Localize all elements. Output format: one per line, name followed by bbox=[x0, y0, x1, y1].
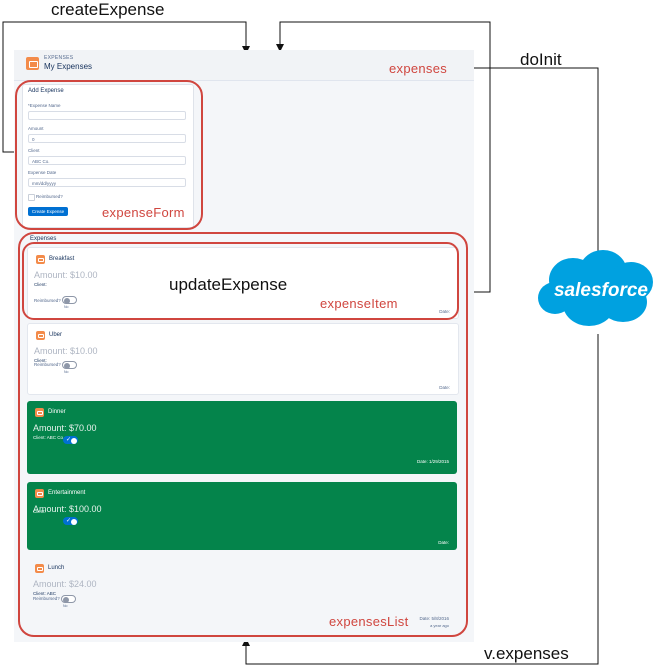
expense-client: Client: bbox=[33, 509, 46, 514]
do-init-label: doInit bbox=[520, 50, 562, 69]
expense-form-highlight bbox=[15, 80, 203, 230]
expense-icon bbox=[35, 564, 44, 573]
client-label: Client bbox=[28, 148, 40, 153]
expenses-list-component-label: expensesList bbox=[329, 614, 409, 629]
expense-icon bbox=[35, 408, 44, 417]
reimbursed-toggle[interactable] bbox=[61, 595, 76, 603]
expense-relative-date: a year ago bbox=[430, 623, 449, 628]
expense-item-dinner: Dinner Amount: $70.00 Client: ABC Co. ✓ … bbox=[27, 401, 457, 474]
expense-item-breakfast: Breakfast Amount: $10.00 Client: Reimbur… bbox=[27, 247, 459, 319]
expense-client: Client: ABC bbox=[33, 591, 57, 596]
expense-form-component-label: expenseForm bbox=[102, 205, 185, 220]
expense-item-uber: Uber Amount: $10.00 Client: Reimbursed? … bbox=[27, 323, 459, 395]
create-expense-button[interactable]: Create Expense bbox=[28, 207, 68, 216]
create-expense-label: createExpense bbox=[51, 0, 165, 19]
create-expense-connector bbox=[2, 21, 250, 153]
page-title: My Expenses bbox=[44, 62, 93, 71]
reimbursed-toggle[interactable]: ✓ bbox=[63, 436, 78, 444]
expense-date: Date: bbox=[439, 385, 450, 390]
reimbursed-toggle[interactable]: ✓ bbox=[63, 517, 78, 525]
do-init-connector bbox=[455, 67, 602, 260]
expense-name: Uber bbox=[49, 332, 63, 338]
expense-name: Entertainment bbox=[48, 490, 86, 496]
expense-amount: Amount: $100.00 bbox=[33, 504, 102, 514]
list-title: Expenses bbox=[30, 236, 57, 242]
toggle-state-label: No bbox=[63, 604, 68, 608]
expense-item-component-label: expenseItem bbox=[320, 296, 398, 311]
reimbursed-label: Reimbursed? bbox=[34, 298, 61, 303]
expense-amount: Amount: $24.00 bbox=[33, 579, 97, 589]
v-expenses-connector bbox=[242, 334, 599, 665]
expense-amount: Amount: $10.00 bbox=[34, 346, 98, 356]
update-expense-label: updateExpense bbox=[169, 275, 288, 294]
v-expenses-label: v.expenses bbox=[484, 644, 569, 663]
expenses-list-highlight bbox=[18, 232, 468, 637]
toggle-state-label: No bbox=[64, 305, 69, 309]
expense-amount: Amount: $70.00 bbox=[33, 423, 97, 433]
expense-amount: Amount: $10.00 bbox=[34, 270, 98, 280]
expense-item-highlight bbox=[22, 242, 459, 320]
reimbursed-checkbox[interactable] bbox=[28, 194, 35, 201]
expense-date: Date: bbox=[438, 540, 449, 545]
expense-name: Dinner bbox=[48, 409, 66, 415]
reimbursed-label: Reimbursed? bbox=[34, 362, 61, 367]
reimbursed-label: Reimbursed? bbox=[36, 194, 63, 199]
expense-name-input[interactable] bbox=[28, 111, 186, 120]
expense-icon bbox=[36, 255, 45, 264]
reimbursed-toggle[interactable] bbox=[62, 296, 77, 304]
expense-item-lunch: Lunch Amount: $24.00 Client: ABC Reimbur… bbox=[27, 557, 457, 632]
reimbursed-label: Reimbursed? bbox=[33, 596, 60, 601]
expense-item-entertainment: Entertainment Amount: $100.00 Client: ✓ … bbox=[27, 482, 457, 550]
expense-name: Breakfast bbox=[49, 256, 75, 262]
expense-date: Date: 1/29/2015 bbox=[416, 459, 449, 464]
object-label: EXPENSES bbox=[44, 55, 74, 61]
expenses-object-icon bbox=[26, 57, 39, 70]
expense-date: Date: bbox=[439, 309, 450, 314]
expense-icon bbox=[35, 489, 44, 498]
expense-client: Client: ABC Co. bbox=[33, 435, 65, 440]
app-header: EXPENSES My Expenses bbox=[14, 50, 474, 81]
client-input[interactable]: ABC Co. bbox=[28, 156, 186, 165]
reimbursed-toggle[interactable] bbox=[62, 361, 77, 369]
expense-date: Date: 5/8/2016 bbox=[419, 616, 449, 621]
form-title: Add Expense bbox=[28, 88, 64, 94]
salesforce-cloud-logo bbox=[538, 250, 653, 326]
expense-date-input[interactable]: mm/dd/yyyy bbox=[28, 178, 186, 187]
expenses-component-label: expenses bbox=[389, 61, 448, 76]
expense-name-label: *Expense Name bbox=[28, 103, 61, 108]
toggle-state-label: No bbox=[64, 370, 69, 374]
amount-input[interactable]: 0 bbox=[28, 134, 186, 143]
expense-icon bbox=[36, 331, 45, 340]
expense-client: Client: bbox=[34, 358, 47, 363]
amount-label: Amount bbox=[28, 126, 44, 131]
expense-client: Client: bbox=[34, 282, 47, 287]
salesforce-logo-text: salesforce bbox=[553, 280, 648, 301]
expense-date-label: Expense Date bbox=[28, 170, 57, 175]
expense-name: Lunch bbox=[48, 565, 65, 571]
add-expense-form: Add Expense *Expense Name Amount 0 Clien… bbox=[22, 84, 194, 228]
